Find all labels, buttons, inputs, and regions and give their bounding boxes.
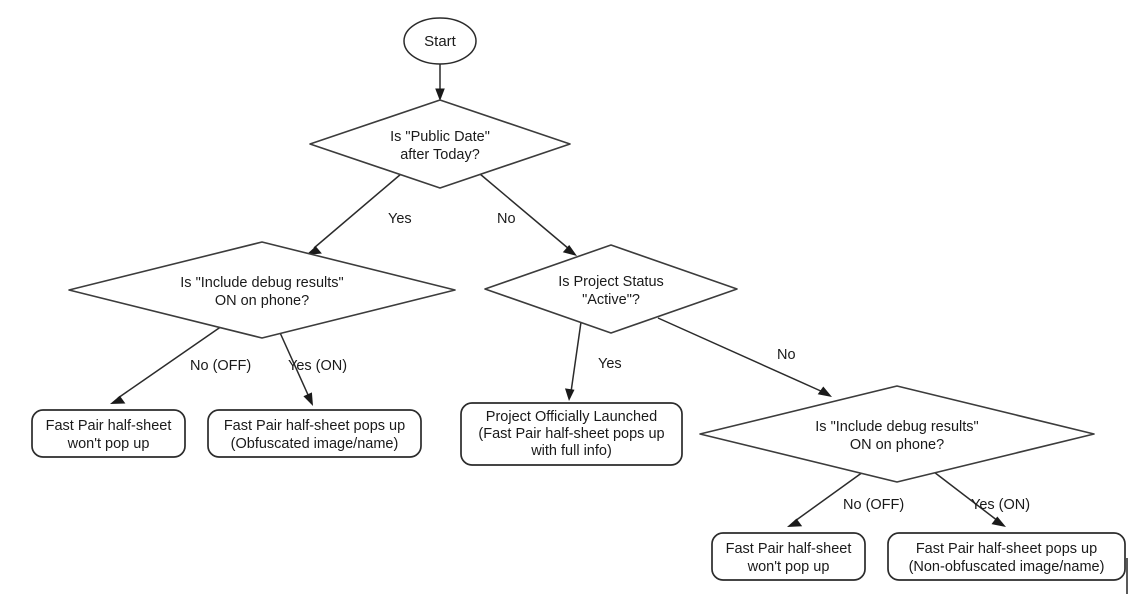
edge-line [313, 173, 402, 249]
edge-public-date-no: No [479, 173, 577, 256]
edge-line [117, 325, 223, 399]
terminal-box-shape[interactable] [460, 402, 683, 466]
edge-public-date-yes: Yes [306, 173, 412, 255]
outcome-launched-line3: with full info) [530, 443, 612, 459]
edge-label-yes: Yes [388, 211, 412, 227]
arrowhead-icon [991, 516, 1006, 527]
node-decision-debug-left[interactable]: Is "Include debug results" ON on phone? [68, 241, 456, 339]
edge-line [657, 317, 824, 393]
arrowhead-icon [817, 386, 832, 397]
arrowhead-icon [306, 246, 322, 255]
edge-label-no-off: No (OFF) [843, 497, 904, 513]
edge-project-status-no: No [657, 317, 832, 397]
decision-debug-right-line2: ON on phone? [850, 437, 944, 453]
edge-label-no-off: No (OFF) [190, 358, 251, 374]
edge-line [794, 471, 864, 522]
decision-project-status-line2: "Active"? [582, 292, 640, 308]
outcome-launched-line2: (Fast Pair half-sheet pops up [478, 426, 664, 442]
edge-label-no: No [777, 347, 796, 363]
start-ellipse-shape[interactable] [403, 17, 477, 65]
nodes-layer: Start Is "Public Date" after Today? Is "… [31, 17, 1126, 581]
edge-line [933, 471, 999, 522]
node-outcome-launched[interactable]: Project Officially Launched (Fast Pair h… [460, 402, 683, 466]
edge-project-status-yes: Yes [565, 321, 622, 401]
decision-public-date-line2: after Today? [400, 147, 480, 163]
edge-label-yes-on: Yes (ON) [971, 497, 1030, 513]
terminal-box-shape[interactable] [711, 532, 866, 581]
node-decision-debug-right[interactable]: Is "Include debug results" ON on phone? [699, 385, 1095, 483]
outcome-right-off-line2: won't pop up [747, 559, 830, 575]
decision-public-date-line1: Is "Public Date" [390, 129, 490, 145]
arrowhead-icon [303, 392, 313, 406]
outcome-left-off-line2: won't pop up [67, 436, 150, 452]
edge-label-no: No [497, 211, 516, 227]
node-outcome-left-off[interactable]: Fast Pair half-sheet won't pop up [31, 409, 186, 458]
node-outcome-left-on[interactable]: Fast Pair half-sheet pops up (Obfuscated… [207, 409, 422, 458]
edge-debug-left-yes-on: Yes (ON) [276, 325, 347, 406]
arrowhead-icon [435, 88, 445, 101]
edge-line [570, 321, 582, 393]
decision-diamond-shape[interactable] [309, 99, 571, 189]
decision-diamond-shape[interactable] [699, 385, 1095, 483]
outcome-left-off-line1: Fast Pair half-sheet [46, 418, 172, 434]
outcome-left-on-line2: (Obfuscated image/name) [231, 436, 399, 452]
edge-debug-right-no-off: No (OFF) [787, 471, 904, 527]
edge-debug-left-no-off: No (OFF) [110, 325, 251, 404]
node-outcome-right-off[interactable]: Fast Pair half-sheet won't pop up [711, 532, 866, 581]
decision-diamond-shape[interactable] [68, 241, 456, 339]
edge-start-to-public-date [435, 64, 445, 101]
arrowhead-icon [562, 245, 577, 256]
node-start[interactable]: Start [403, 17, 477, 65]
node-decision-public-date[interactable]: Is "Public Date" after Today? [309, 99, 571, 189]
terminal-box-shape[interactable] [887, 532, 1126, 581]
outcome-left-on-line1: Fast Pair half-sheet pops up [224, 418, 405, 434]
decision-debug-left-line1: Is "Include debug results" [180, 275, 343, 291]
arrowhead-icon [565, 388, 575, 401]
edge-line [276, 325, 310, 398]
arrowhead-icon [787, 518, 803, 527]
decision-debug-right-line1: Is "Include debug results" [815, 419, 978, 435]
edge-line [479, 173, 570, 250]
node-decision-project-status[interactable]: Is Project Status "Active"? [484, 244, 738, 334]
outcome-right-on-line1: Fast Pair half-sheet pops up [916, 541, 1097, 557]
start-label: Start [424, 33, 457, 50]
edge-label-yes-on: Yes (ON) [288, 358, 347, 374]
edges-layer: Yes No No (OFF) Yes (ON) Yes [110, 64, 1030, 527]
arrowhead-icon [110, 395, 126, 404]
outcome-launched-line1: Project Officially Launched [486, 409, 657, 425]
node-outcome-right-on[interactable]: Fast Pair half-sheet pops up (Non-obfusc… [887, 532, 1126, 581]
edge-debug-right-yes-on: Yes (ON) [933, 471, 1030, 527]
decision-diamond-shape[interactable] [484, 244, 738, 334]
outcome-right-off-line1: Fast Pair half-sheet [726, 541, 852, 557]
terminal-box-shape[interactable] [207, 409, 422, 458]
decision-project-status-line1: Is Project Status [558, 274, 664, 290]
decision-debug-left-line2: ON on phone? [215, 293, 309, 309]
edge-label-yes: Yes [598, 356, 622, 372]
terminal-box-shape[interactable] [31, 409, 186, 458]
outcome-right-on-line2: (Non-obfuscated image/name) [909, 559, 1105, 575]
